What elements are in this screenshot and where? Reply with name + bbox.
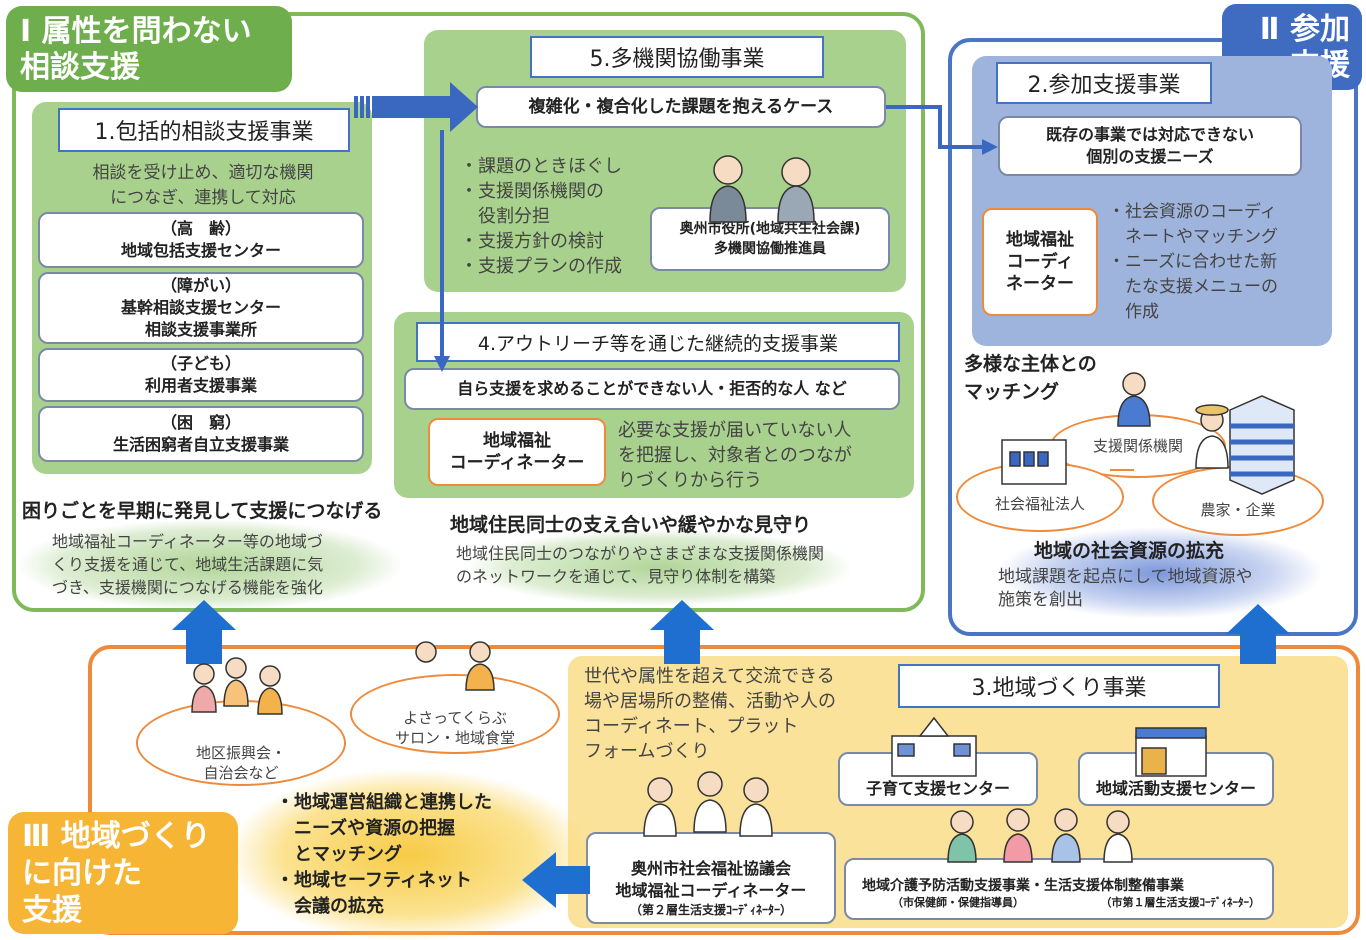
building-welfare: [1001, 439, 1067, 485]
p2-bullets: ・社会資源のコーディ ネートやマッチング ・ニーズに合わせた新 たな支援メニュー…: [1108, 202, 1278, 322]
p1-box-disability: （障がい） 基幹相談支援センター 相談支援事業所: [38, 272, 364, 344]
p3-bullets: ・地域運営組織と連携した ニーズや資源の把握 とマッチング ・地域セーフティネッ…: [276, 792, 492, 917]
agency-person: [1117, 372, 1151, 427]
p3-care-subs: （市保健師・保健指導員） （市第１層生活支援ｺｰﾃﾞｨﾈｰﾀｰ）: [862, 896, 1266, 910]
p1-glow: [20, 520, 400, 610]
p2-matching: 多様な主体との マッチング: [964, 353, 1097, 403]
p3-oval-salon: よさってくらぶ サロン・地域食堂: [350, 674, 560, 754]
p3-council: 奥州市社会福祉協議会 地域福祉コーディネーター （第２層生活支援ｺｰﾃﾞｨﾈｰﾀ…: [586, 832, 836, 924]
farmer-person: [1195, 404, 1229, 469]
p1-box-poverty: （困 窮） 生活困窮者自立支援事業: [38, 406, 364, 462]
p3-council-sub: （第２層生活支援ｺｰﾃﾞｨﾈｰﾀｰ）: [629, 903, 792, 917]
p2-oval-welfare-label: 社会福祉法人: [994, 495, 1085, 513]
building-company: [1229, 395, 1295, 495]
up-arrow-mid: [650, 600, 714, 664]
p1-box-elderly: （高 齢） 地域包括支援センター: [38, 212, 364, 268]
p2-coord: 地域福祉 コーディ ネーター: [982, 208, 1098, 316]
p4-body: 地域住民同士のつながりやさまざまな支援関係機関 のネットワークを通じて、見守り体…: [456, 544, 825, 586]
p2-title: 2.参加支援事業: [996, 62, 1212, 104]
left-arrow-council: [522, 852, 590, 908]
section2-frame: [948, 38, 1358, 636]
school-building: [891, 716, 977, 777]
p3-council-label: 奥州市社会福祉協議会 地域福祉コーディネーター: [615, 859, 807, 900]
district-figures: [191, 657, 283, 715]
p1-box-children: （子ども） 利用者支援事業: [38, 348, 364, 402]
p3-care-label: 地域介護予防活動支援事業・生活支援体制整備事業: [862, 878, 1184, 894]
p2-oval-agency-label: 支援関係機関: [1092, 437, 1183, 455]
p3-care-sub1: （市保健師・保健指導員）: [892, 896, 1024, 909]
p4-heading: 地域住民同士の支え合いや緩やかな見守り: [450, 514, 812, 536]
p4-desc: 必要な支援が届いていない人 を把握し、対象者とのつなが りづくりから行う: [618, 420, 852, 491]
council-figures: [643, 771, 773, 837]
p4-title: 4.アウトリーチ等を通じた継続的支援事業: [416, 322, 900, 362]
p5-staff: 奥州市役所(地域共生社会課) 多機関協働推進員: [650, 207, 890, 271]
p3-desc: 世代や属性を超えて交流できる 場や居場所の整備、活動や人の コーディネート、プラ…: [584, 666, 836, 762]
section3-tag: Ⅲ 地域づくり に向けた 支援: [8, 812, 238, 934]
p1-body: 地域福祉コーディネーター等の地域づ くり支援を通じて、地域生活課題に気 づき、支…: [52, 532, 324, 597]
p4-glow: [470, 530, 850, 605]
p4-target: 自ら支援を求めることができない人・拒否的な人 など: [404, 368, 900, 410]
p1-heading: 困りごとを早期に発見して支援につなげる: [22, 500, 383, 522]
up-arrow-left: [172, 600, 236, 664]
p1-title: 1.包括的相談支援事業: [58, 108, 350, 152]
up-arrow-right: [1226, 604, 1290, 664]
p3-childcare-label: 子育て支援センター: [865, 779, 1010, 798]
arrow-case-to-need: [886, 105, 984, 149]
p2-glow: [1000, 528, 1320, 618]
p2-body: 地域課題を起点にして地域資源や 施策を創出: [998, 567, 1253, 610]
section3-frame: [88, 645, 1360, 935]
care-figures: [947, 808, 1133, 863]
p5-bullets: ・課題のときほぐし ・支援関係機関の 役割分担 ・支援方針の検討 ・支援プランの…: [460, 156, 622, 277]
p2-oval-farm-label: 農家・企業: [1200, 501, 1276, 519]
salon-figures: [415, 641, 495, 691]
p3-care-sub2: （市第１層生活支援ｺｰﾃﾞｨﾈｰﾀｰ）: [1100, 896, 1261, 909]
p3-care: 地域介護予防活動支援事業・生活支援体制整備事業 （市保健師・保健指導員） （市第…: [844, 858, 1274, 920]
section1-tag: Ⅰ 属性を問わない 相談支援: [6, 6, 292, 92]
p3-title: 3.地域づくり事業: [898, 664, 1220, 708]
p3-activity-label: 地域活動支援センター: [1095, 779, 1256, 798]
p2-need: 既存の事業では対応できない 個別の支援ニーズ: [998, 116, 1302, 176]
p3-glow: [230, 770, 590, 940]
arrow-p1-to-case: [354, 82, 478, 132]
p4-coord: 地域福祉 コーディネーター: [428, 418, 606, 486]
p5-case: 複雑化・複合化した課題を抱えるケース: [476, 86, 886, 128]
center-building: [1135, 727, 1207, 777]
p1-desc: 相談を受け止め、適切な機関 につなぎ、連携して対応: [92, 163, 314, 208]
p5-title: 5.多機関協働事業: [530, 36, 824, 78]
staff-figures: [709, 155, 815, 223]
p2-heading: 地域の社会資源の拡充: [1034, 540, 1225, 562]
section1-frame: [12, 12, 925, 612]
